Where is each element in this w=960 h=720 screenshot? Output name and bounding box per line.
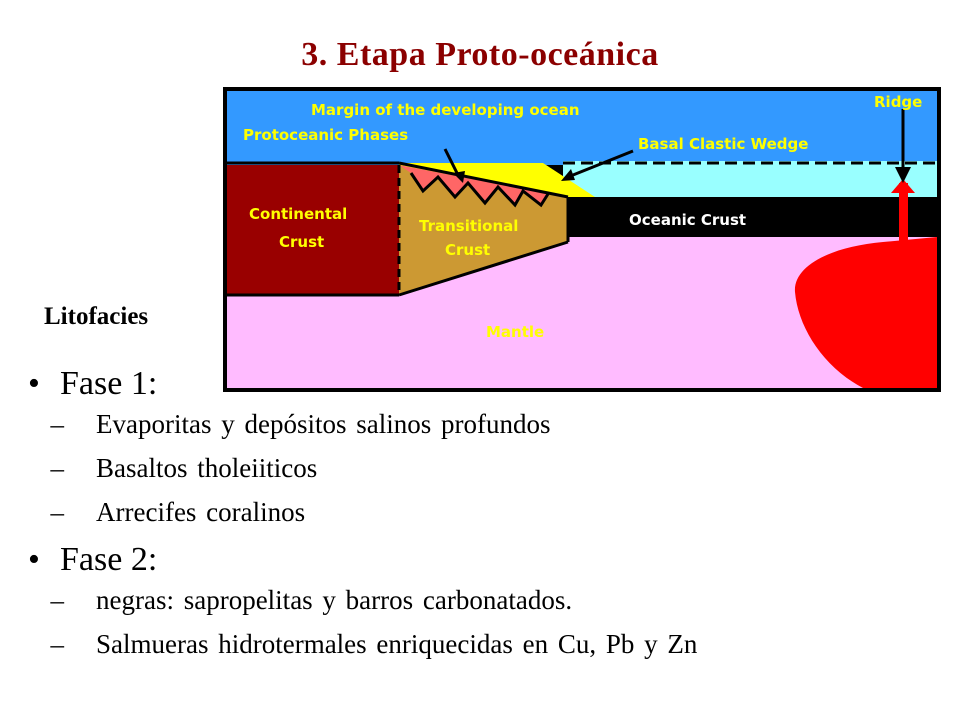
phase-2-items: –negras: sapropelitas y barros carbonata… — [28, 584, 948, 660]
sky-region — [227, 91, 937, 165]
label-mantle: Mantle — [486, 323, 544, 341]
litofacies-label: Litofacies — [44, 303, 149, 330]
magma-plume-region — [794, 237, 937, 388]
list-item: –negras: sapropelitas y barros carbonata… — [50, 585, 573, 615]
label-ridge: Ridge — [874, 93, 922, 111]
phase-2-heading: Fase 2: — [60, 541, 158, 578]
protoceanic-diagram: Margin of the developing ocean Ridge Pro… — [223, 87, 941, 392]
transitional-crust-region — [399, 165, 568, 295]
label-margin: Margin of the developing ocean — [311, 101, 580, 119]
label-protoceanic-phases: Protoceanic Phases — [243, 126, 408, 144]
oceanic-crust-region — [568, 197, 937, 237]
label-continental: Continental — [249, 205, 347, 223]
label-transitional: Transitional — [419, 217, 518, 235]
bullet-dot: • — [28, 365, 40, 402]
ridge-conduit — [899, 183, 908, 243]
protoceanic-deposits-region — [399, 165, 568, 205]
list-item: –Salmueras hidrotermales enriquecidas en… — [50, 629, 698, 659]
label-oceanic-crust: Oceanic Crust — [629, 211, 746, 229]
bullet-dot: • — [28, 541, 40, 578]
label-basal-clastic-wedge: Basal Clastic Wedge — [638, 135, 808, 153]
continental-crust-region — [227, 165, 399, 295]
phase-2: • Fase 2: –negras: sapropelitas y barros… — [28, 540, 948, 660]
phase-1-items: –Evaporitas y depósitos salinos profundo… — [28, 408, 948, 528]
phase-1: • Fase 1: –Evaporitas y depósitos salino… — [28, 364, 948, 528]
phase-1-heading: Fase 1: — [60, 365, 158, 402]
label-transitional-crust: Crust — [445, 241, 490, 259]
list-item: –Evaporitas y depósitos salinos profundo… — [50, 409, 551, 439]
label-continental-crust: Crust — [279, 233, 324, 251]
list-item: –Basaltos tholeiiticos — [50, 453, 318, 483]
sea-region — [563, 161, 937, 197]
list-item: –Arrecifes coralinos — [50, 497, 306, 527]
page-title: 3. Etapa Proto-oceánica — [301, 36, 659, 73]
phase-list: • Fase 1: –Evaporitas y depósitos salino… — [28, 364, 948, 672]
